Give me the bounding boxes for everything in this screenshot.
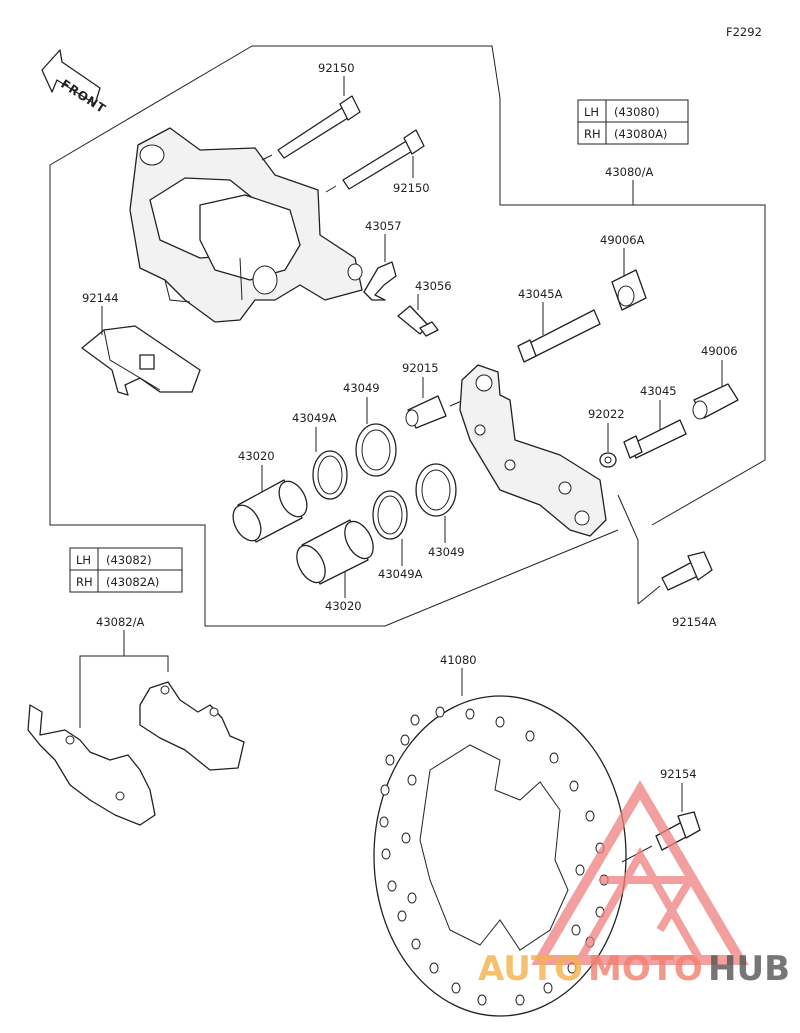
caliper-holder-pin <box>623 419 687 459</box>
callout-holder-bolt: 92154A <box>672 615 717 629</box>
front-arrow-icon: FRONT <box>41 49 109 116</box>
seal-a-lower <box>372 490 408 540</box>
brake-pad-right <box>139 681 245 771</box>
clip <box>363 261 397 301</box>
watermark-word-moto: MOTO <box>588 949 703 989</box>
boot <box>692 383 739 420</box>
washer <box>599 452 617 468</box>
caliper-body <box>129 127 363 323</box>
holder-table-side-rh: RH <box>584 127 601 141</box>
seal-lower <box>415 463 457 517</box>
caliper-pin-lower <box>342 129 425 190</box>
callout-pin-upper: 92150 <box>318 61 355 75</box>
callout-seal-upper: 43049 <box>343 381 380 395</box>
seal-a-upper <box>312 450 348 500</box>
sleeve <box>405 395 447 429</box>
callout-seal-a-lower: 43049A <box>378 567 423 581</box>
holder-variant-table: LH (43080) RH (43080A) <box>577 99 689 145</box>
caliper-outline-left <box>252 45 501 99</box>
brake-pad-left <box>27 704 156 826</box>
pad-table-side-rh: RH <box>76 575 93 589</box>
seal-upper <box>355 423 397 477</box>
caliper-outline-left2 <box>49 45 619 627</box>
callout-bleed-valve: 43056 <box>415 279 452 293</box>
boot-a <box>611 269 647 311</box>
bleed-valve <box>397 305 439 337</box>
caliper-pin-upper <box>277 95 361 159</box>
callout-washer: 92022 <box>588 407 625 421</box>
callout-holder-pin: 43045 <box>640 384 677 398</box>
caliper-holder-pin-a <box>517 309 601 363</box>
caliper-assembly-outline <box>499 98 766 526</box>
figure-code: F2292 <box>726 25 762 39</box>
holder-table-part-rh: (43080A) <box>614 127 667 141</box>
pad-variant-table: LH (43082) RH (43082A) <box>69 547 183 593</box>
callout-pad-assy: 43082/A <box>96 615 144 629</box>
pad-table-part-lh: (43082) <box>106 553 152 567</box>
callout-disc-bolt: 92154 <box>660 767 697 781</box>
callout-holder-pin-a: 43045A <box>518 287 563 301</box>
callout-seal-a-upper: 43049A <box>292 411 337 425</box>
pad-table-part-rh: (43082A) <box>106 575 159 589</box>
callout-pin-lower: 92150 <box>393 181 430 195</box>
pad-spring <box>81 325 201 396</box>
callout-piston-upper: 43020 <box>238 449 275 463</box>
piston-upper <box>232 479 308 543</box>
callout-pad-spring: 92144 <box>82 291 119 305</box>
holder-table-part-lh: (43080) <box>614 105 660 119</box>
watermark-logo <box>531 780 749 965</box>
watermark-word-hub: HUB <box>708 949 790 989</box>
holder-bolt <box>661 551 713 591</box>
callout-boot: 49006 <box>701 344 738 358</box>
callout-sleeve: 92015 <box>402 361 439 375</box>
piston-lower <box>296 519 374 585</box>
callout-seal-lower: 43049 <box>428 545 465 559</box>
holder-table-side-lh: LH <box>584 105 599 119</box>
callout-boot-a: 49006A <box>600 233 645 247</box>
watermark-word-auto: AUTO <box>478 949 583 989</box>
caliper-bracket <box>459 364 607 537</box>
callout-disc: 41080 <box>440 653 477 667</box>
brake-disc <box>373 695 627 1017</box>
callout-clip: 43057 <box>365 219 402 233</box>
callout-piston-lower: 43020 <box>325 599 362 613</box>
pad-table-side-lh: LH <box>76 553 91 567</box>
callout-holder-assy: 43080/A <box>605 165 653 179</box>
